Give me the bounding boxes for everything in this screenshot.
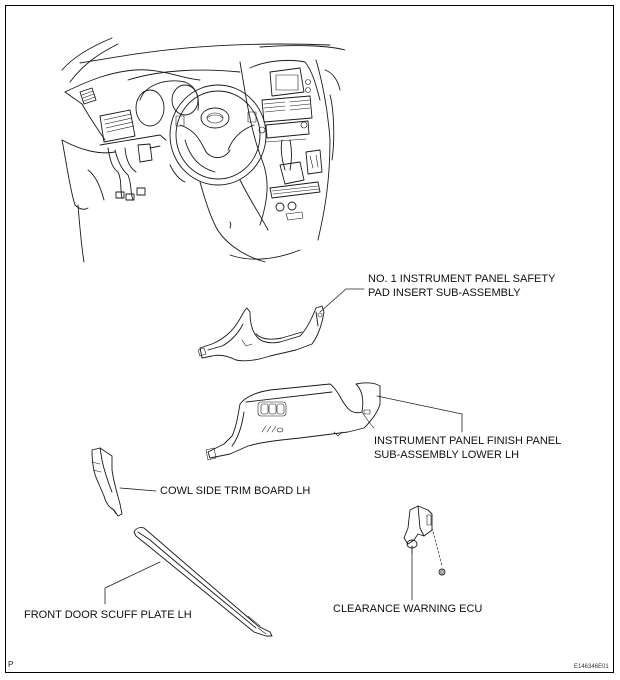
clearance-ecu-illustration bbox=[403, 505, 446, 576]
label-line: INSTRUMENT PANEL FINISH PANEL bbox=[374, 435, 562, 447]
label-line: PAD INSERT SUB-ASSEMBLY bbox=[368, 287, 521, 299]
label-scuff-plate: FRONT DOOR SCUFF PLATE LH bbox=[24, 608, 192, 622]
label-line: SUB-ASSEMBLY LOWER LH bbox=[374, 449, 520, 461]
finish-panel-lower-illustration bbox=[205, 382, 381, 461]
label-safety-pad-insert: NO. 1 INSTRUMENT PANEL SAFETY PAD INSERT… bbox=[368, 272, 555, 300]
label-line: NO. 1 INSTRUMENT PANEL SAFETY bbox=[368, 273, 556, 285]
label-line: COWL SIDE TRIM BOARD LH bbox=[160, 485, 311, 497]
figure-id: E146346E01 bbox=[574, 664, 609, 670]
label-cowl-side-trim: COWL SIDE TRIM BOARD LH bbox=[160, 484, 310, 498]
scuff-plate-illustration bbox=[133, 527, 273, 637]
label-clearance-ecu: CLEARANCE WARNING ECU bbox=[333, 602, 482, 616]
safety-pad-insert-illustration bbox=[197, 305, 325, 362]
label-line: FRONT DOOR SCUFF PLATE LH bbox=[24, 609, 192, 621]
label-line: CLEARANCE WARNING ECU bbox=[333, 603, 483, 615]
dashboard-overview-illustration bbox=[61, 37, 346, 263]
diagram-frame bbox=[5, 5, 614, 673]
leader-lines bbox=[104, 288, 463, 605]
label-finish-panel-lower: INSTRUMENT PANEL FINISH PANEL SUB-ASSEMB… bbox=[374, 434, 561, 462]
page-marker: P bbox=[8, 660, 14, 669]
cowl-side-trim-illustration bbox=[91, 447, 123, 517]
